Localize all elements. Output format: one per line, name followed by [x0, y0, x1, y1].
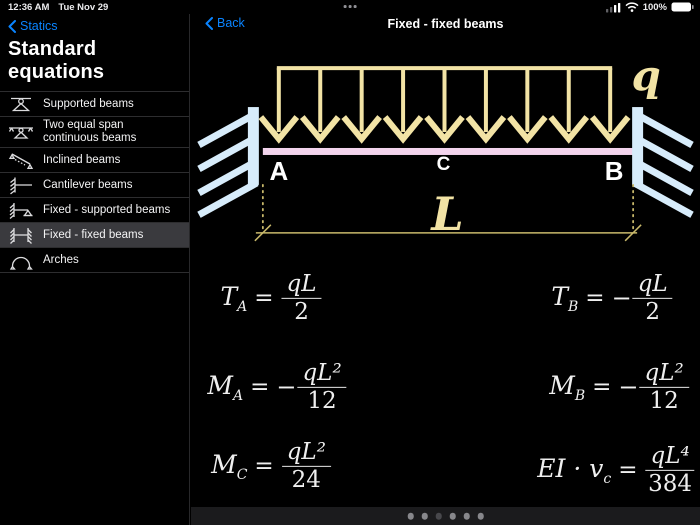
battery-icon [671, 2, 694, 12]
multitask-indicator-icon[interactable] [343, 5, 357, 8]
bottom-bar [191, 507, 700, 525]
point-b-label: B [605, 158, 624, 186]
length-l-label: L [429, 187, 463, 241]
two-span-beam-icon [8, 127, 34, 139]
sidebar-item-cantilever-beams[interactable]: Cantilever beams [0, 173, 189, 198]
page-dot[interactable] [477, 512, 484, 520]
back-button[interactable]: Back [205, 16, 245, 30]
sidebar: Statics Standard equations Supported bea… [0, 14, 190, 525]
load-q-label: q [631, 51, 660, 100]
sidebar-item-inclined-beams[interactable]: Inclined beams [0, 148, 189, 173]
detail-panel: Back Fixed - fixed beams [191, 14, 700, 525]
supported-beam-icon [11, 97, 31, 112]
point-c-label: C [437, 154, 451, 175]
page-dot[interactable] [435, 512, 442, 520]
fixed-supported-beam-icon [9, 203, 33, 219]
chevron-left-icon [205, 16, 213, 30]
fixed-fixed-beam-icon [10, 228, 32, 244]
sidebar-list: Supported beams Two equal span continuou… [0, 91, 189, 273]
status-date: Tue Nov 29 [58, 2, 109, 13]
point-a-label: A [269, 158, 288, 186]
status-bar: 12:36 AM Tue Nov 29 100% [0, 0, 700, 14]
sidebar-back-button[interactable]: Statics [0, 14, 189, 33]
dimension-line [254, 184, 642, 242]
arch-icon [9, 256, 33, 270]
cellular-signal-icon [605, 2, 620, 12]
sidebar-item-two-span-beams[interactable]: Two equal span continuous beams [0, 117, 189, 148]
beam-bar [262, 147, 634, 155]
page-title: Fixed - fixed beams [387, 17, 504, 31]
right-fixed-support [632, 107, 694, 218]
sidebar-item-fixed-fixed-beams[interactable]: Fixed - fixed beams [0, 223, 189, 248]
left-fixed-support [197, 107, 259, 218]
cantilever-beam-icon [10, 177, 32, 195]
status-time: 12:36 AM [8, 2, 50, 13]
chevron-left-icon [8, 19, 16, 33]
page-dot[interactable] [407, 512, 414, 520]
wifi-icon [625, 2, 639, 12]
sidebar-item-fixed-supported-beams[interactable]: Fixed - supported beams [0, 198, 189, 223]
page-dot[interactable] [463, 512, 470, 520]
sidebar-item-supported-beams[interactable]: Supported beams [0, 92, 189, 117]
sidebar-item-arches[interactable]: Arches [0, 248, 189, 273]
battery-percent: 100% [642, 1, 667, 13]
inclined-beam-icon [8, 153, 34, 169]
page-dot[interactable] [421, 512, 428, 520]
beam-diagram: A C B q L [197, 51, 694, 242]
page-control[interactable] [407, 512, 484, 520]
sidebar-title: Standard equations [8, 38, 105, 83]
page-dot[interactable] [449, 512, 456, 520]
